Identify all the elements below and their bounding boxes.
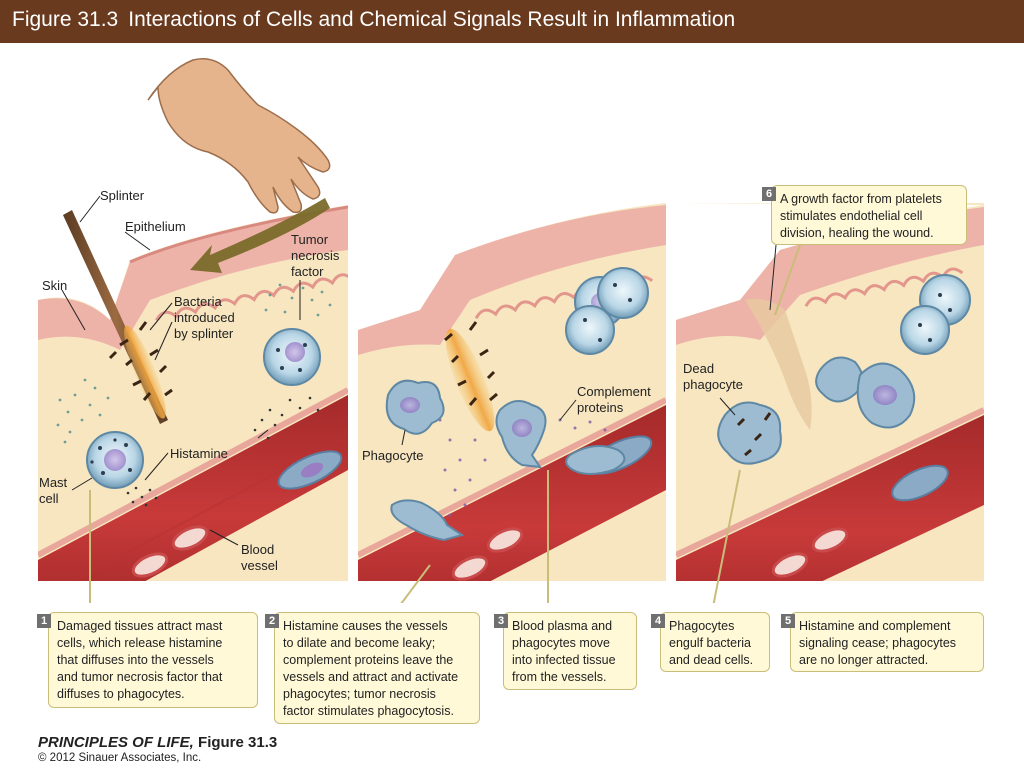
step-4-box: Phagocytes engulf bacteria and dead cell… xyxy=(660,612,770,672)
step-1-line-3: that diffuses into the vessels xyxy=(57,653,214,667)
step-3-number: 3 xyxy=(494,614,508,628)
label-blood-vessel: Blood vessel xyxy=(241,542,278,574)
skin-layer xyxy=(38,203,348,320)
label-complement-line-1: Complement xyxy=(577,384,651,399)
step-6-line-2: stimulates endothelial cell xyxy=(780,209,923,223)
step-2-line-3: complement proteins leave the xyxy=(283,653,454,667)
step-4-line-1: Phagocytes xyxy=(669,619,735,633)
label-histamine: Histamine xyxy=(170,446,228,461)
label-complement-line-2: proteins xyxy=(577,400,624,415)
panel-2 xyxy=(358,203,666,581)
step-5-number: 5 xyxy=(781,614,795,628)
label-phagocyte: Phagocyte xyxy=(362,448,424,463)
step-1-line-2: cells, which release histamine xyxy=(57,636,223,650)
step-3-box: Blood plasma and phagocytes move into in… xyxy=(503,612,637,690)
step-1-line-1: Damaged tissues attract mast xyxy=(57,619,223,633)
step-4-number: 4 xyxy=(651,614,665,628)
step-6-line-3: division, healing the wound. xyxy=(780,226,934,240)
footer-book: PRINCIPLES OF LIFE, xyxy=(38,734,194,751)
step-5-line-2: signaling cease; phagocytes xyxy=(799,636,957,650)
step-3-line-1: Blood plasma and xyxy=(512,619,613,633)
footer: PRINCIPLES OF LIFE, Figure 31.3 © 2012 S… xyxy=(38,734,277,764)
label-bacteria-line-2: introduced xyxy=(174,310,235,325)
footer-citation: PRINCIPLES OF LIFE, Figure 31.3 xyxy=(38,734,277,751)
step-2-line-1: Histamine causes the vessels xyxy=(283,619,448,633)
step-3-line-4: from the vessels. xyxy=(512,670,607,684)
label-splinter: Splinter xyxy=(100,188,145,203)
label-bacteria-line-1: Bacteria xyxy=(174,294,222,309)
label-dead-phagocyte: Dead phagocyte xyxy=(683,361,743,393)
figure-number: Figure 31.3 xyxy=(12,8,119,31)
step-3-line-3: into infected tissue xyxy=(512,653,616,667)
label-blood-vessel-line-1: Blood xyxy=(241,542,275,557)
motion-arrow xyxy=(190,198,330,273)
step-4-line-2: engulf bacteria xyxy=(669,636,752,650)
figure-title-text: Interactions of Cells and Chemical Signa… xyxy=(128,8,736,31)
step-1-number: 1 xyxy=(37,614,51,628)
label-dead-phagocyte-line-1: Dead xyxy=(683,361,715,376)
label-tnf-line-2: necrosis xyxy=(291,248,340,263)
step-6-number: 6 xyxy=(762,187,776,201)
step-2-line-6: factor stimulates phagocytosis. xyxy=(283,704,454,718)
step-2-number: 2 xyxy=(265,614,279,628)
label-bacteria: Bacteria introduced by splinter xyxy=(174,294,235,342)
step-6-line-1: A growth factor from platelets xyxy=(780,192,942,206)
epithelium-layer-2 xyxy=(358,205,666,355)
label-complement: Complement proteins xyxy=(577,384,651,416)
label-tnf-line-3: factor xyxy=(291,264,324,279)
step-5-box: Histamine and complement signaling cease… xyxy=(790,612,984,672)
blood-vessel-3 xyxy=(676,415,984,581)
footer-copyright: © 2012 Sinauer Associates, Inc. xyxy=(38,752,202,764)
label-mast-cell: Mast cell xyxy=(39,475,67,507)
label-skin: Skin xyxy=(42,278,68,293)
step-6-box: A growth factor from platelets stimulate… xyxy=(771,185,967,245)
inflammation-illustration xyxy=(38,58,984,603)
step-2-box: Histamine causes the vessels to dilate a… xyxy=(274,612,480,724)
blood-vessel xyxy=(38,395,348,581)
step-5-line-3: are no longer attracted. xyxy=(799,653,929,667)
step-1-line-4: and tumor necrosis factor that xyxy=(57,670,223,684)
label-dead-phagocyte-line-2: phagocyte xyxy=(683,377,743,392)
label-tnf-line-1: Tumor xyxy=(291,232,329,247)
hand-illustration xyxy=(147,58,331,214)
step-3-line-2: phagocytes move xyxy=(512,636,610,650)
step-2-line-4: vessels and attract and activate xyxy=(283,670,459,684)
label-epithelium: Epithelium xyxy=(125,219,186,234)
footer-figure: Figure 31.3 xyxy=(198,734,278,751)
label-blood-vessel-line-2: vessel xyxy=(241,558,278,573)
label-tnf: Tumor necrosis factor xyxy=(291,232,339,280)
step-1-line-5: diffuses to phagocytes. xyxy=(57,687,185,701)
label-bacteria-line-3: by splinter xyxy=(174,326,234,341)
label-mast-cell-line-1: Mast xyxy=(39,475,68,490)
panel-3 xyxy=(676,203,984,581)
label-mast-cell-line-2: cell xyxy=(39,491,59,506)
figure-title: Figure 31.3 Interactions of Cells and Che… xyxy=(12,8,735,32)
step-4-line-3: and dead cells. xyxy=(669,653,754,667)
step-5-line-1: Histamine and complement xyxy=(799,619,951,633)
step-2-line-5: phagocytes; tumor necrosis xyxy=(283,687,436,701)
step-2-line-2: to dilate and become leaky; xyxy=(283,636,436,650)
header-bar: Figure 31.3 Interactions of Cells and Che… xyxy=(0,0,1024,43)
step-1-box: Damaged tissues attract mast cells, whic… xyxy=(48,612,258,708)
